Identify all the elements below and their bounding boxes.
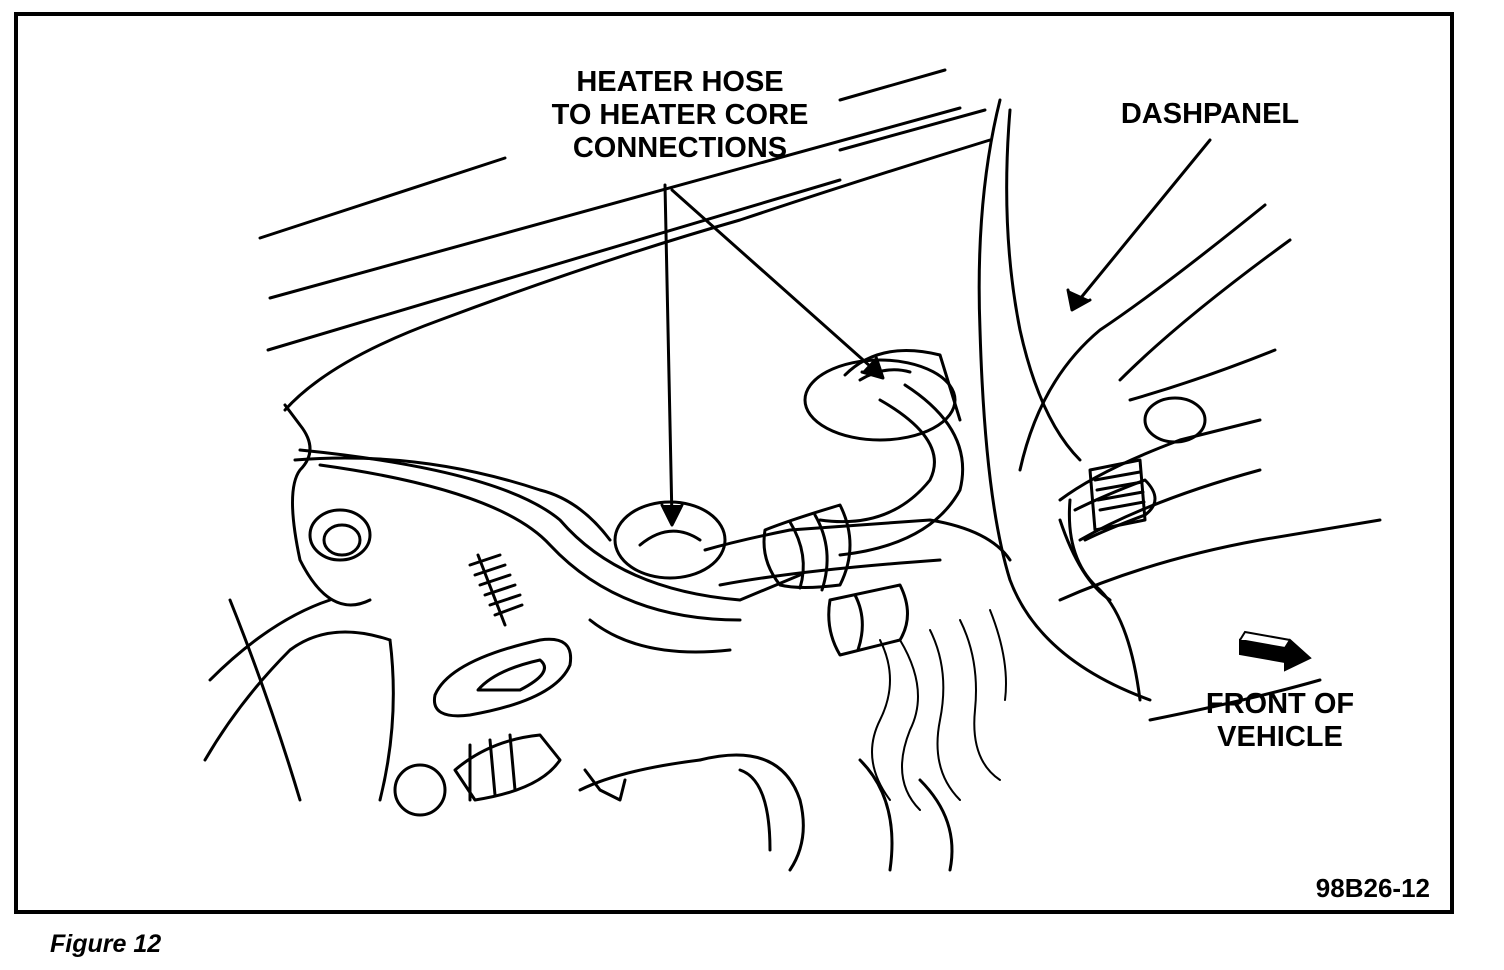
left-contours [203, 518, 1382, 802]
cowl-panel-top [283, 403, 372, 607]
figure-code: 98B26-12 [1315, 873, 1430, 903]
heater-hose-label-line-1: HEATER HOSE [576, 66, 784, 98]
leader-dashpanel [1066, 138, 1212, 312]
background-lines [258, 68, 987, 352]
front-of-vehicle-label-line-1: FRONT OF [1205, 688, 1355, 720]
heater-hose-label: HEATER HOSE TO HEATER CORE CONNECTIONS [510, 66, 850, 165]
leader-heater-hose-upper [670, 188, 885, 380]
front-of-vehicle-label-line-2: VEHICLE [1217, 721, 1343, 753]
front-of-vehicle-arrow [1239, 630, 1312, 672]
slotted-bracket [432, 637, 573, 718]
grommet-left [308, 508, 372, 562]
hose-clamp-lower [827, 583, 909, 657]
coil-spring [468, 553, 524, 627]
dashpanel-label: DASHPANEL [1120, 98, 1300, 130]
wiring-bundle [871, 609, 1007, 811]
heater-core-fitting-lower [613, 500, 727, 580]
heater-hose-lower [298, 448, 1012, 622]
heater-core-fitting-upper [803, 349, 962, 442]
leader-heater-hose-lower [660, 183, 684, 527]
firewall-tubes [1058, 418, 1262, 702]
figure-frame [14, 12, 1454, 914]
lower-hoses [393, 733, 954, 872]
front-of-vehicle-label: FRONT OF VEHICLE [1180, 688, 1380, 754]
figure-caption: Figure 12 [50, 930, 162, 958]
dashpanel-outline [977, 98, 1292, 702]
hose-clamp-right [762, 503, 852, 592]
heater-hose-upper [818, 383, 965, 557]
heater-hose-label-line-2: TO HEATER CORE [551, 99, 809, 131]
cowl-contour [283, 138, 992, 412]
heater-hose-label-line-3: CONNECTIONS [572, 132, 788, 164]
